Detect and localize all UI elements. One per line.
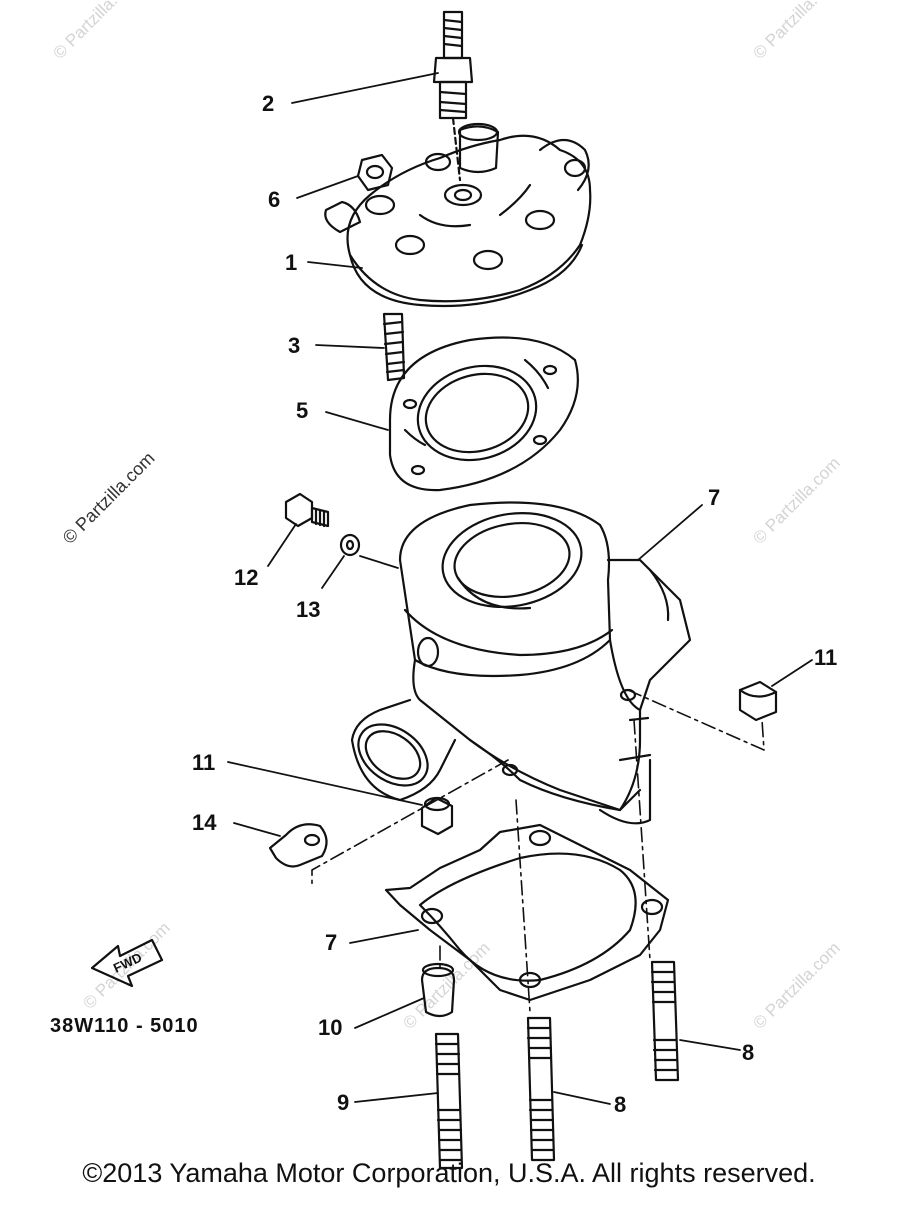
part-stud-head — [382, 312, 406, 382]
part-bolt — [284, 492, 330, 528]
watermark: © Partzilla.com — [399, 938, 493, 1032]
part-head-gasket — [388, 336, 579, 492]
callout-13: 13 — [296, 597, 320, 622]
callout-2: 2 — [262, 91, 274, 116]
watermark: © Partzilla.com — [749, 0, 843, 63]
watermark: © Partzilla.com — [749, 453, 843, 547]
callout-6: 7 — [708, 485, 720, 510]
part-stud-left — [434, 1032, 464, 1170]
part-washer — [339, 533, 361, 557]
part-cap-nut-left — [420, 796, 454, 836]
callout-8-right: 8 — [742, 1040, 754, 1065]
part-cylinder-head — [324, 122, 592, 308]
part-cap-nut-right — [738, 680, 778, 722]
part-stud-right — [650, 960, 680, 1082]
callout-labels: 2 6 1 3 5 7 12 13 11 11 14 7 10 8 9 8 — [192, 91, 837, 1117]
callout-5: 5 — [296, 398, 308, 423]
reference-code: 38W110 - 5010 — [50, 1015, 199, 1037]
callout-4: 6 — [268, 187, 280, 212]
callout-11-right: 11 — [814, 645, 837, 670]
leader-lines — [227, 72, 813, 1105]
callout-8-center: 8 — [614, 1092, 626, 1117]
part-stud-center — [526, 1016, 556, 1162]
watermark: © Partzilla.com — [59, 448, 159, 548]
watermark: © Partzilla.com — [49, 0, 143, 63]
copyright-notice: ©2013 Yamaha Motor Corporation, U.S.A. A… — [82, 1158, 816, 1188]
callout-3: 3 — [288, 333, 300, 358]
callout-9: 9 — [337, 1090, 349, 1115]
callout-14: 14 — [192, 810, 217, 835]
callout-1: 1 — [285, 250, 297, 275]
part-cylinder — [350, 501, 692, 825]
forward-arrow-icon — [90, 938, 164, 988]
callout-12: 12 — [234, 565, 258, 590]
callout-10: 10 — [318, 1015, 342, 1040]
alignment-lines — [311, 689, 765, 1013]
part-dowel-pin — [420, 962, 456, 1018]
callout-7: 7 — [325, 930, 337, 955]
part-bracket — [268, 823, 328, 868]
callout-11-left: 11 — [192, 750, 215, 775]
part-nut — [356, 153, 394, 192]
watermark: © Partzilla.com — [749, 938, 843, 1032]
